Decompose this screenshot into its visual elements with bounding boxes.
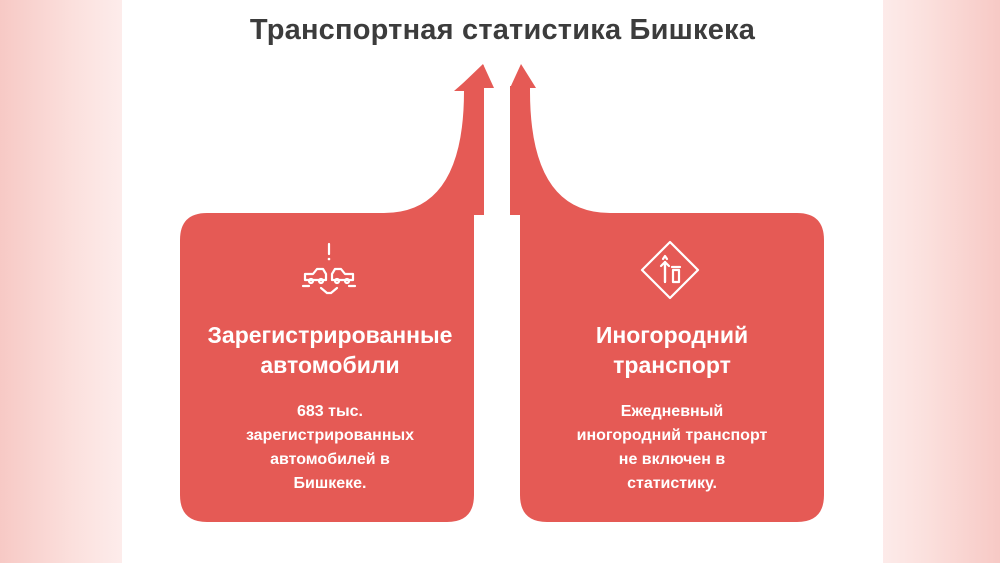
arrow-head-left bbox=[458, 64, 494, 88]
card-heading-line: Иногородний bbox=[595, 322, 749, 348]
page-title: Транспортная статистика Бишкека bbox=[249, 14, 756, 46]
card-body-line: Бишкеке. bbox=[293, 475, 367, 492]
arrow-shaft-left bbox=[464, 86, 484, 215]
infographic-canvas: Транспортная статистика Бишкека bbox=[122, 0, 883, 563]
card-body-registered-cars: 683 тыс. зарегистрированных автомобилей … bbox=[180, 400, 480, 496]
card-shape-intercity-transport bbox=[520, 91, 824, 522]
card-heading-intercity-transport: Иногородний транспорт bbox=[522, 320, 822, 380]
arrow-shaft-right bbox=[510, 86, 530, 215]
road-sign-upward-arrow-icon bbox=[638, 238, 702, 302]
card-body-line: зарегистрированных bbox=[245, 427, 415, 444]
card-body-line: 683 тыс. bbox=[297, 403, 363, 420]
card-heading-line: Зарегистрированные bbox=[207, 322, 453, 348]
arrow-head-right bbox=[510, 64, 536, 88]
card-body-intercity-transport: Ежедневный иногородний транспорт не вклю… bbox=[522, 400, 822, 496]
card-body-line: Ежедневный bbox=[620, 403, 724, 420]
card-body-line: статистику. bbox=[627, 475, 717, 492]
card-body-line: иногородний транспорт bbox=[576, 427, 768, 444]
left-background-tint bbox=[0, 0, 122, 563]
card-heading-registered-cars: Зарегистрированные автомобили bbox=[180, 320, 480, 380]
card-body-line: не включен в bbox=[618, 451, 726, 468]
card-body-line: автомобилей в bbox=[270, 451, 390, 468]
right-background-tint bbox=[878, 0, 1000, 563]
card-heading-line: транспорт bbox=[613, 352, 731, 378]
card-heading-line: автомобили bbox=[260, 352, 400, 378]
car-crossing-alert-icon bbox=[297, 238, 361, 302]
